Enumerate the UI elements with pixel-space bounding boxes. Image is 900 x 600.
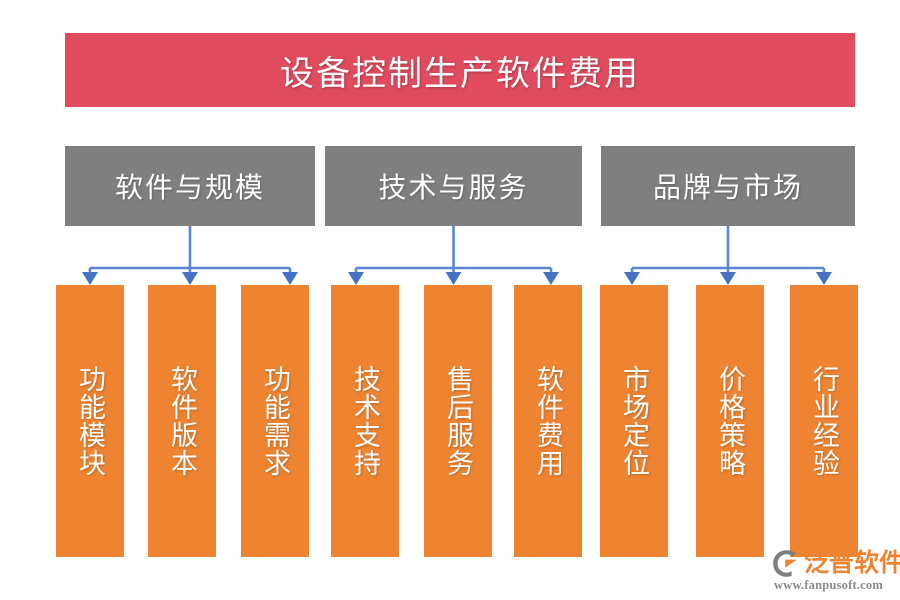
leaf-box: 价格策略 [696, 285, 764, 557]
leaf-label: 行业经验 [809, 365, 840, 477]
leaf-label: 技术支持 [350, 365, 381, 477]
leaf-box: 软件版本 [148, 285, 216, 557]
leaf-label: 售后服务 [443, 365, 474, 477]
leaf-box: 技术支持 [331, 285, 399, 557]
leaf-box: 软件费用 [514, 285, 582, 557]
leaf-box: 行业经验 [790, 285, 858, 557]
category-box-brand-market: 品牌与市场 [601, 146, 855, 226]
leaf-label: 软件版本 [167, 365, 198, 477]
category-box-software-scale: 软件与规模 [65, 146, 315, 226]
leaf-box: 功能需求 [241, 285, 309, 557]
leaf-box: 售后服务 [424, 285, 492, 557]
category-box-tech-service: 技术与服务 [325, 146, 582, 226]
category-label: 技术与服务 [378, 173, 529, 204]
category-label: 品牌与市场 [652, 173, 803, 204]
leaf-label: 功能模块 [75, 365, 106, 477]
leaf-label: 功能需求 [260, 365, 291, 477]
logo-row: 泛普软件 [772, 549, 900, 578]
leaf-label: 市场定位 [619, 365, 650, 477]
logo-brand-text: 泛普软件 [804, 549, 900, 577]
diagram-title-box: 设备控制生产软件费用 [65, 33, 855, 107]
leaf-label: 软件费用 [533, 365, 564, 477]
leaf-label: 价格策略 [715, 365, 746, 477]
logo-url-text: www.fanpusoft.com [774, 578, 883, 592]
leaf-box: 功能模块 [56, 285, 124, 557]
diagram-title-text: 设备控制生产软件费用 [280, 55, 640, 93]
category-label: 软件与规模 [114, 173, 265, 204]
leaf-box: 市场定位 [600, 285, 668, 557]
fanpu-swoosh-icon [773, 550, 797, 577]
watermark-logo: 泛普软件 www.fanpusoft.com [772, 549, 900, 593]
